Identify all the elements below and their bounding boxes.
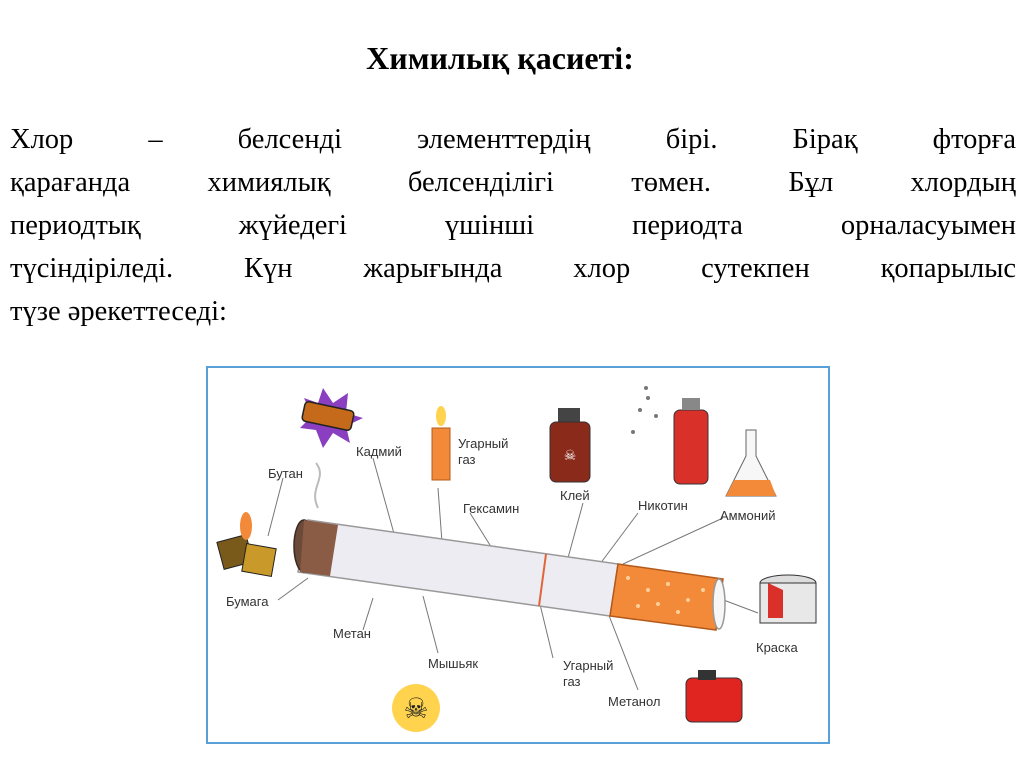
svg-text:☠: ☠ (403, 694, 428, 725)
paragraph-line: периодтық жүйедегі үшінші периодта орнал… (10, 210, 1016, 241)
flask-icon (725, 429, 777, 497)
label-kraska: Краска (756, 640, 799, 655)
glue-bottle-icon: ☠ (549, 408, 591, 483)
label-gaz-top: газ (458, 452, 476, 467)
paragraph-line: Хлор – белсенді элементтердің бірі. Біра… (10, 124, 1016, 155)
label-kadmiy: Кадмий (356, 444, 402, 459)
label-butan: Бутан (268, 466, 303, 481)
paragraph-line: түзе әрекеттеседі: (10, 296, 227, 327)
label-bumaga: Бумага (226, 594, 269, 609)
cigarette-ingredients-figure: ☠ ☠ Бутан Кадмий (206, 366, 830, 744)
slide-title: Химилық қасиеті: (366, 40, 634, 76)
svg-text:☠: ☠ (564, 449, 577, 464)
label-ugarny-top: Угарный (458, 436, 508, 451)
label-heksamin: Гексамин (463, 501, 519, 516)
label-metan: Метан (333, 626, 371, 641)
paragraph-line: түсіндіріледі. Күн жарығында хлор сутекп… (10, 253, 1016, 284)
paragraph-line: қарағанда химиялық белсенділігі төмен. Б… (10, 167, 1016, 198)
cigarette-icon (293, 462, 726, 631)
paint-can-icon (759, 574, 817, 624)
spray-can-icon (631, 386, 709, 485)
battery-icon (300, 388, 363, 448)
label-kley: Клей (560, 488, 590, 503)
gas-canister-icon (685, 670, 743, 723)
label-ammoniy: Аммоний (720, 508, 775, 523)
label-gaz-bottom: газ (563, 674, 581, 689)
body-paragraph: Хлор – белсенді элементтердің бірі. Біра… (10, 118, 1016, 333)
lighter-icon (216, 512, 277, 577)
candle-icon (431, 406, 451, 481)
label-ugarny-bottom: Угарный (563, 658, 613, 673)
label-nikotin: Никотин (638, 498, 688, 513)
label-myshyak: Мышьяк (428, 656, 478, 671)
cigarette-illustration: ☠ ☠ Бутан Кадмий (216, 386, 817, 732)
skull-warning-icon: ☠ (392, 684, 440, 732)
label-metanol: Метанол (608, 694, 661, 709)
